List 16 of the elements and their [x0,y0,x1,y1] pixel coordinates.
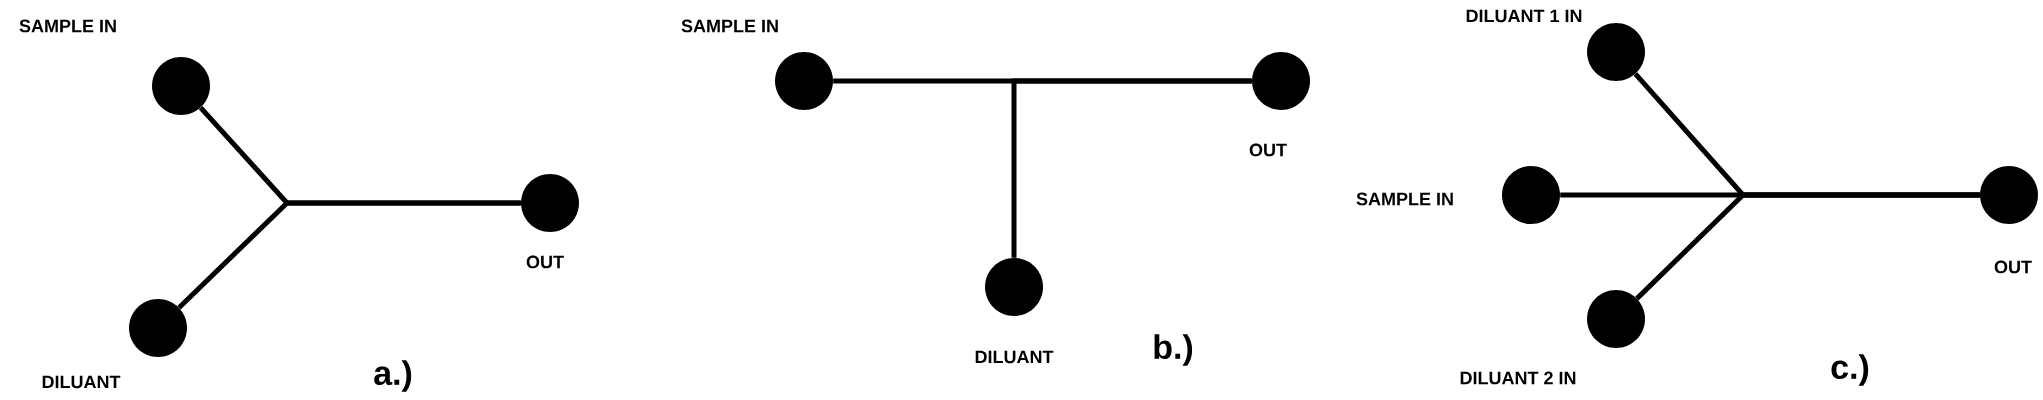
port-label: SAMPLE IN [19,19,116,33]
port-label: DILUANT 2 IN [1460,371,1576,385]
port-label: OUT [526,255,564,269]
port-label: OUT [1249,143,1287,157]
channel-line [177,200,521,310]
port-label: SAMPLE IN [681,19,778,33]
port-label: OUT [1994,260,2032,274]
port-label: DILUANT 1 IN [1466,9,1582,23]
port-label: SAMPLE IN [1356,192,1453,206]
port-label: DILUANT [42,375,121,389]
panel-label: b.) [1154,334,1193,366]
channel-line [1011,78,1252,258]
port-label: DILUANT [975,350,1054,364]
panel-label: c.) [1831,354,1869,386]
panel-label: a.) [374,360,412,392]
channel-line [1635,192,1980,301]
